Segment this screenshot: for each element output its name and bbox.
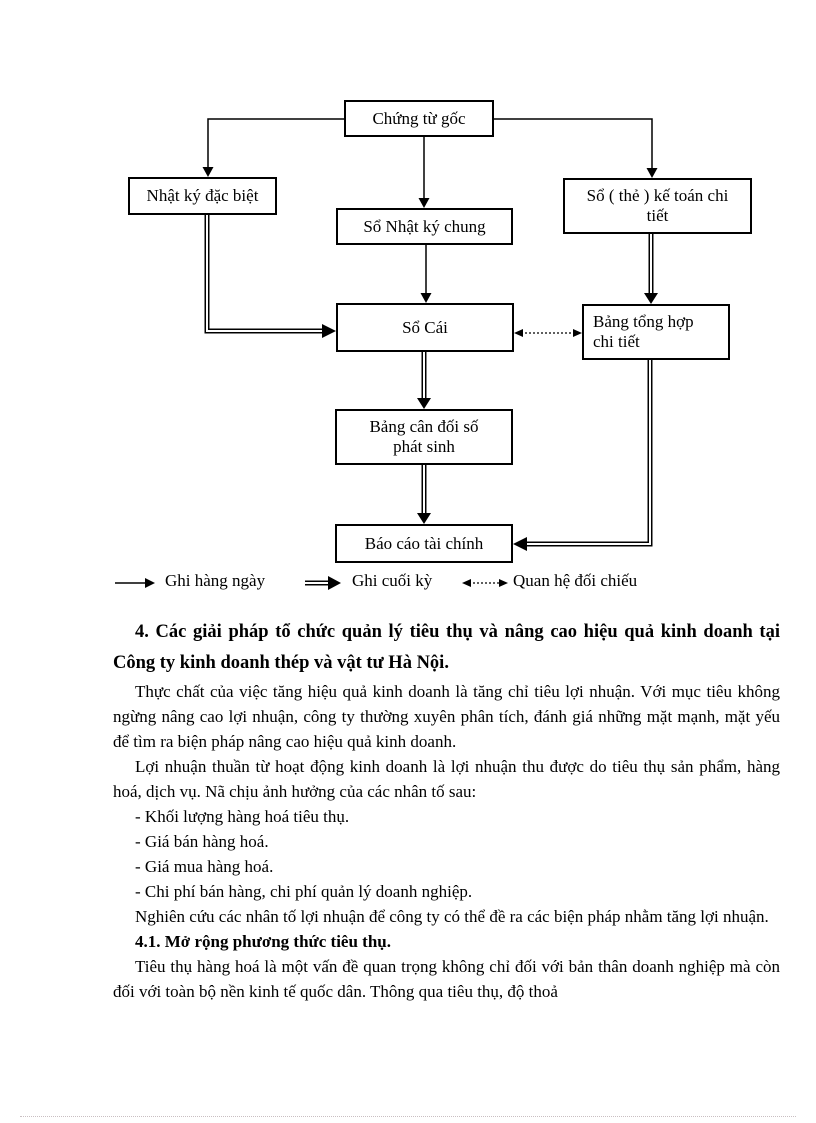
double-arrow-balance-to-report bbox=[417, 465, 431, 524]
box-label: Chứng từ gốc bbox=[372, 108, 466, 128]
arrow-top-to-left bbox=[202, 118, 344, 177]
legend-reconcile-label: Quan hệ đối chiếu bbox=[513, 571, 638, 590]
dotted-arrow-ledger-summary bbox=[514, 329, 582, 337]
box-detail-summary: Bảng tổng hợp chi tiết bbox=[582, 304, 730, 360]
list-item: - Khối lượng hàng hoá tiêu thụ. bbox=[135, 807, 350, 826]
page-bottom-dotted-rule bbox=[20, 1116, 796, 1117]
box-label: Bảng tổng hợp chi tiết bbox=[593, 312, 694, 351]
box-financial-statements: Báo cáo tài chính bbox=[335, 524, 513, 563]
legend-daily-label: Ghi hàng ngày bbox=[165, 571, 266, 590]
box-general-ledger: Sổ Cái bbox=[336, 303, 514, 352]
legend-period-end-arrow bbox=[305, 576, 341, 590]
section-heading-4: 4. Các giải pháp tổ chức quản lý tiêu th… bbox=[113, 622, 780, 673]
list-item: - Giá mua hàng hoá. bbox=[135, 857, 274, 876]
section-heading-4-1: 4.1. Mở rộng phương thức tiêu thụ. bbox=[135, 932, 392, 951]
box-label: Sổ Cái bbox=[402, 317, 448, 337]
accounting-flowchart: Chứng từ gốc Nhật ký đặc biệt Sổ Nhật ký… bbox=[115, 100, 752, 590]
box-label: Báo cáo tài chính bbox=[364, 533, 484, 553]
double-arrow-detail-to-summary bbox=[644, 234, 658, 304]
arrow-top-to-center bbox=[418, 137, 430, 208]
paragraph: Lợi nhuận thuần từ hoạt động kinh doanh … bbox=[113, 757, 780, 801]
double-arrow-summary-to-report bbox=[513, 360, 653, 551]
flowchart-connectors bbox=[115, 118, 658, 590]
legend-daily-arrow bbox=[115, 578, 155, 588]
box-detail-ledger-cards: Sổ ( thẻ ) kế toán chi tiết bbox=[563, 178, 752, 234]
paragraph: Tiêu thụ hàng hoá là một vấn đề quan trọ… bbox=[113, 957, 780, 1001]
box-label: Sổ ( thẻ ) kế toán chi tiết bbox=[586, 186, 729, 225]
box-label: Sổ Nhật ký chung bbox=[363, 216, 486, 236]
paragraph: Thực chất của việc tăng hiệu quả kinh do… bbox=[113, 682, 780, 751]
legend-period-end-label: Ghi cuối kỳ bbox=[352, 571, 433, 590]
list-item: - Giá bán hàng hoá. bbox=[135, 832, 269, 851]
box-label: Nhật ký đặc biệt bbox=[146, 186, 259, 205]
box-special-journal: Nhật ký đặc biệt bbox=[128, 177, 277, 215]
box-source-documents: Chứng từ gốc bbox=[344, 100, 494, 137]
legend-reconcile-arrow bbox=[462, 579, 508, 587]
paragraph: Nghiên cứu các nhân tố lợi nhuận để công… bbox=[135, 907, 769, 926]
double-arrow-ledger-to-balance bbox=[417, 352, 431, 409]
box-trial-balance: Bảng cân đối số phát sinh bbox=[335, 409, 513, 465]
double-arrow-special-to-ledger bbox=[204, 215, 336, 338]
arrow-top-to-right bbox=[494, 118, 658, 178]
body-text: 4. Các giải pháp tổ chức quản lý tiêu th… bbox=[113, 617, 780, 1004]
list-item: - Chi phí bán hàng, chi phí quản lý doan… bbox=[135, 882, 473, 901]
box-label: Bảng cân đối số phát sinh bbox=[369, 417, 479, 456]
arrow-journal-to-ledger bbox=[420, 245, 432, 303]
box-general-journal: Sổ Nhật ký chung bbox=[336, 208, 513, 245]
